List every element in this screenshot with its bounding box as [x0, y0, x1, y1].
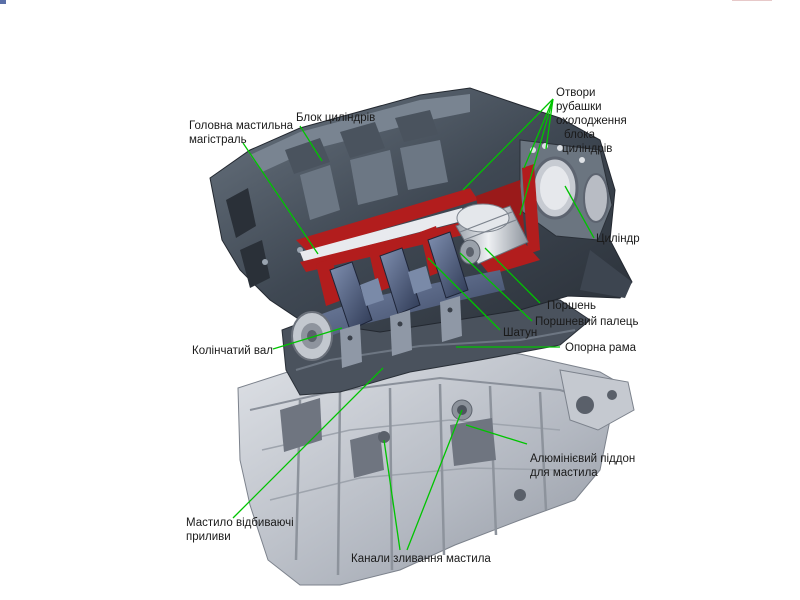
leader-oil-baffles	[232, 367, 384, 519]
label-line: для мастила	[530, 467, 598, 479]
label-main-oil-gallery: Головна мастильна магістраль	[189, 119, 293, 147]
leader-piston-pin	[459, 252, 533, 322]
label-line: циліндрів	[562, 143, 613, 155]
leader-drain-1	[383, 439, 401, 551]
label-line: рубашки	[556, 101, 602, 113]
leader-main-oil-gallery	[242, 142, 319, 255]
label-line: приливи	[186, 531, 231, 543]
label-piston: Поршень	[547, 300, 597, 312]
crankshaft-assembly	[291, 231, 505, 368]
label-oil-baffles: Мастило відбиваючі приливи	[186, 516, 294, 544]
label-cylinder-block: Блок циліндрів	[296, 112, 376, 124]
leader-drain-2	[406, 409, 463, 551]
label-crankshaft: Колінчатий вал	[192, 345, 273, 357]
leader-coolant-2	[519, 98, 554, 216]
leader-piston	[484, 247, 541, 304]
leader-connecting-rod	[427, 257, 501, 331]
label-line: Отвори	[556, 87, 596, 99]
leader-coolant-4	[545, 98, 554, 150]
leader-coolant-1	[462, 98, 554, 191]
label-line: блока	[564, 129, 595, 141]
oil-pan	[237, 345, 635, 586]
label-line: Головна мастильна	[189, 120, 294, 132]
label-connecting-rod: Шатун	[503, 327, 538, 339]
label-oil-drain-channels: Канали зливання мастила	[351, 553, 491, 565]
label-line: магістраль	[189, 134, 247, 146]
leader-crankshaft	[272, 327, 343, 350]
leader-coolant-3	[523, 98, 554, 169]
label-coolant-openings: Отвори рубашки охолодження блока циліндр…	[556, 86, 627, 156]
leader-lines	[232, 98, 595, 551]
label-line: Алюмінієвий піддон	[530, 453, 636, 465]
top-edge-line	[732, 0, 772, 1]
label-cylinder: Циліндр	[596, 233, 640, 245]
piston	[455, 203, 529, 265]
leader-cylinder-block	[299, 125, 323, 162]
leader-cylinder	[564, 185, 595, 239]
label-bedplate: Опорна рама	[565, 342, 636, 354]
label-piston-pin: Поршневий палець	[535, 316, 639, 328]
leader-oil-pan	[465, 424, 528, 445]
label-line: Мастило відбиваючі	[186, 517, 294, 529]
label-line: охолодження	[556, 115, 627, 127]
corner-mark	[0, 0, 6, 4]
label-aluminium-oil-pan: Алюмінієвий піддон для мастила	[530, 452, 635, 480]
